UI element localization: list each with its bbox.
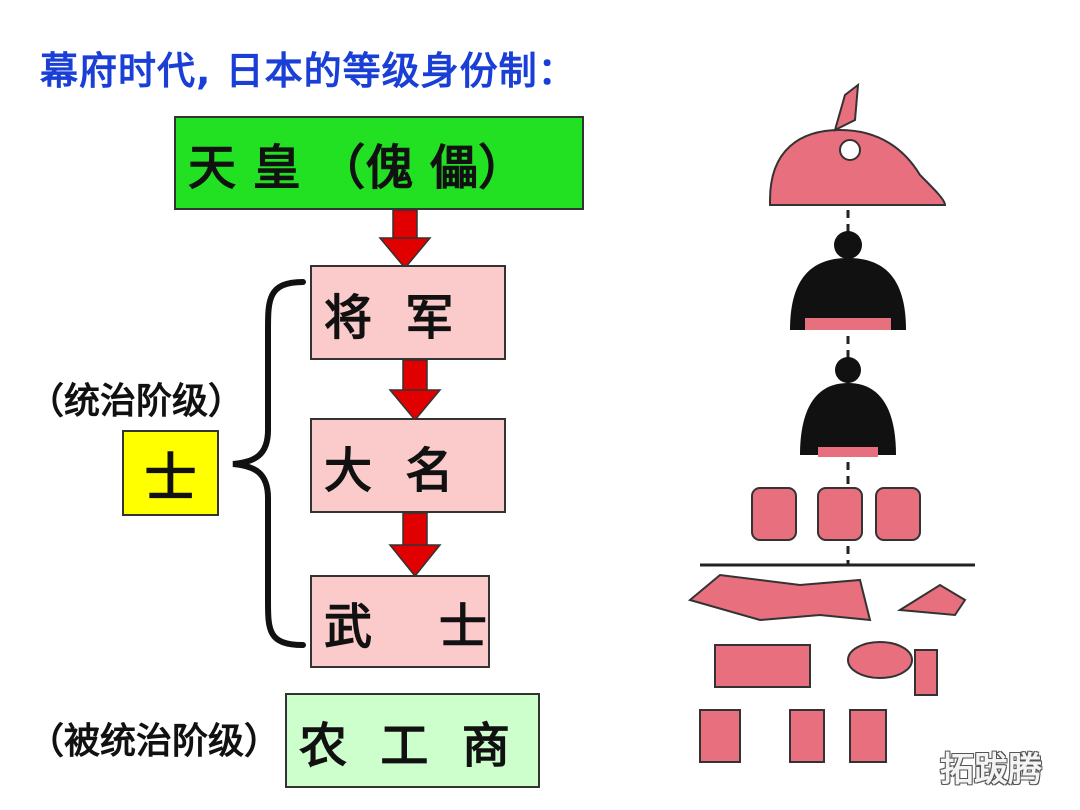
curly-brace [233,282,303,645]
shi-label: 士 [144,436,196,511]
emperor-figure-icon [770,85,945,205]
arrow-emperor-to-shogun [380,210,430,268]
daimyo-figure-icon [800,357,896,457]
daimyo-label: 大 名 [324,431,453,501]
daimyo-box: 大 名 [310,418,506,513]
commoners-label: 农 工 商 [299,706,510,776]
shogun-label: 将 军 [324,278,453,348]
samurai-figures-icon [752,488,920,540]
shogun-box: 将 军 [310,265,506,360]
samurai-label: 武 士 [324,587,487,657]
ruling-class-label: （统治阶级） [28,372,244,424]
shogun-figure-icon [790,231,906,330]
shi-box: 士 [122,430,219,516]
ruled-class-label: （被统治阶级） [28,712,280,764]
samurai-box: 武 士 [310,575,490,668]
arrow-shogun-to-daimyo [390,360,440,420]
hierarchy-illustration [690,85,975,762]
watermark: 拓跋腾 [940,742,1042,791]
commoners-box: 农 工 商 [285,693,540,788]
commoners-figures-icon [690,575,965,762]
arrow-daimyo-to-samurai [390,513,440,576]
